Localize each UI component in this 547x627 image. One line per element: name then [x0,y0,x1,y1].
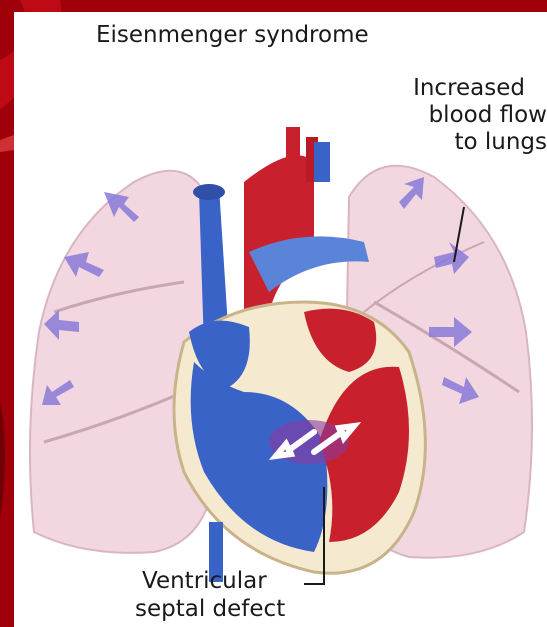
flow-callout-line-2: blood flow [429,102,547,129]
diagram-panel: Eisenmenger syndrome Increased blood flo… [14,12,547,627]
flow-callout-line-1: Increased [413,75,525,102]
defect-callout-line-2: septal defect [135,596,285,623]
flow-callout-line-3: to lungs [454,129,547,156]
defect-callout-line-1: Ventricular [142,568,267,595]
aorta [244,155,314,312]
diagram-title: Eisenmenger syndrome [96,22,369,49]
